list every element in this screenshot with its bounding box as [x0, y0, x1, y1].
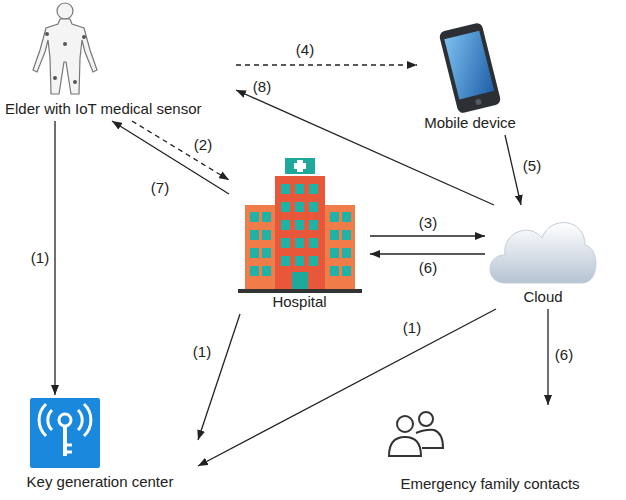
cloud-icon	[490, 223, 596, 283]
hospital-window	[342, 266, 351, 276]
hospital-window	[330, 212, 339, 222]
step-number: (1)	[401, 320, 423, 336]
phone-icon	[438, 22, 501, 114]
hospital-window	[330, 248, 339, 258]
hospital-window	[309, 256, 318, 266]
hospital-window	[250, 212, 259, 222]
hospital-window	[330, 230, 339, 240]
hospital-window	[309, 238, 318, 248]
elder-node: Elder with IoT medical sensor	[5, 2, 236, 121]
step-number: (8)	[251, 79, 273, 95]
hospital-window	[281, 220, 290, 230]
hospital-window	[309, 220, 318, 230]
hospital-window	[250, 230, 259, 240]
flow-arrow	[198, 309, 496, 466]
hospital-window	[309, 202, 318, 212]
step-number: (4)	[294, 42, 316, 58]
hospital-window	[250, 248, 259, 258]
flow-arrow	[370, 253, 485, 254]
step-number: (6)	[417, 260, 439, 276]
flow-arrow	[198, 314, 240, 440]
node-label: Elder with IoT medical sensor	[5, 100, 236, 118]
flow-arrow	[370, 235, 485, 236]
flow-arrow	[505, 135, 521, 205]
hospital-window	[281, 202, 290, 212]
hospital-node: Hospital	[229, 156, 370, 314]
hospital-window	[295, 202, 304, 212]
hospital-window	[250, 266, 259, 276]
hospital-window	[295, 238, 304, 248]
hospital-window	[262, 248, 271, 258]
flow-arrow	[547, 309, 548, 405]
elder-figure	[33, 3, 97, 94]
step-number: (2)	[192, 137, 214, 153]
hospital-window	[281, 256, 290, 266]
key-center-icon	[30, 398, 100, 468]
hospital-window	[342, 212, 351, 222]
step-number: (1)	[29, 250, 51, 266]
hospital-window	[262, 212, 271, 222]
cloud-node: Cloud	[485, 205, 601, 309]
hospital-window	[342, 230, 351, 240]
node-label: Cloud	[485, 288, 601, 306]
hospital-window	[295, 184, 304, 194]
hospital-window	[295, 256, 304, 266]
contacts-node: Emergency family contacts	[382, 405, 598, 496]
hospital-window	[342, 248, 351, 258]
hospital-window	[281, 238, 290, 248]
step-number: (3)	[417, 215, 439, 231]
hospital-window	[330, 266, 339, 276]
key-center-node: Key generation center	[2, 395, 198, 494]
node-label: Mobile device	[417, 114, 523, 132]
node-label: Hospital	[229, 293, 370, 311]
flow-arrow	[236, 90, 494, 205]
step-number: (6)	[553, 347, 575, 363]
hospital-window	[309, 184, 318, 194]
step-number: (7)	[149, 180, 171, 196]
hospital-window	[262, 266, 271, 276]
node-label: Emergency family contacts	[382, 475, 598, 493]
hospital-window	[295, 220, 304, 230]
contacts-icon	[389, 412, 443, 456]
mobile-node: Mobile device	[417, 22, 523, 135]
hospital-window	[281, 184, 290, 194]
hospital-window	[262, 230, 271, 240]
hospital-icon	[238, 158, 362, 293]
flow-arrow	[236, 64, 417, 65]
node-label: Key generation center	[2, 473, 198, 491]
step-number: (1)	[191, 344, 213, 360]
flow-arrow	[54, 121, 55, 395]
step-number: (5)	[521, 158, 543, 174]
flow-arrow	[132, 121, 229, 180]
